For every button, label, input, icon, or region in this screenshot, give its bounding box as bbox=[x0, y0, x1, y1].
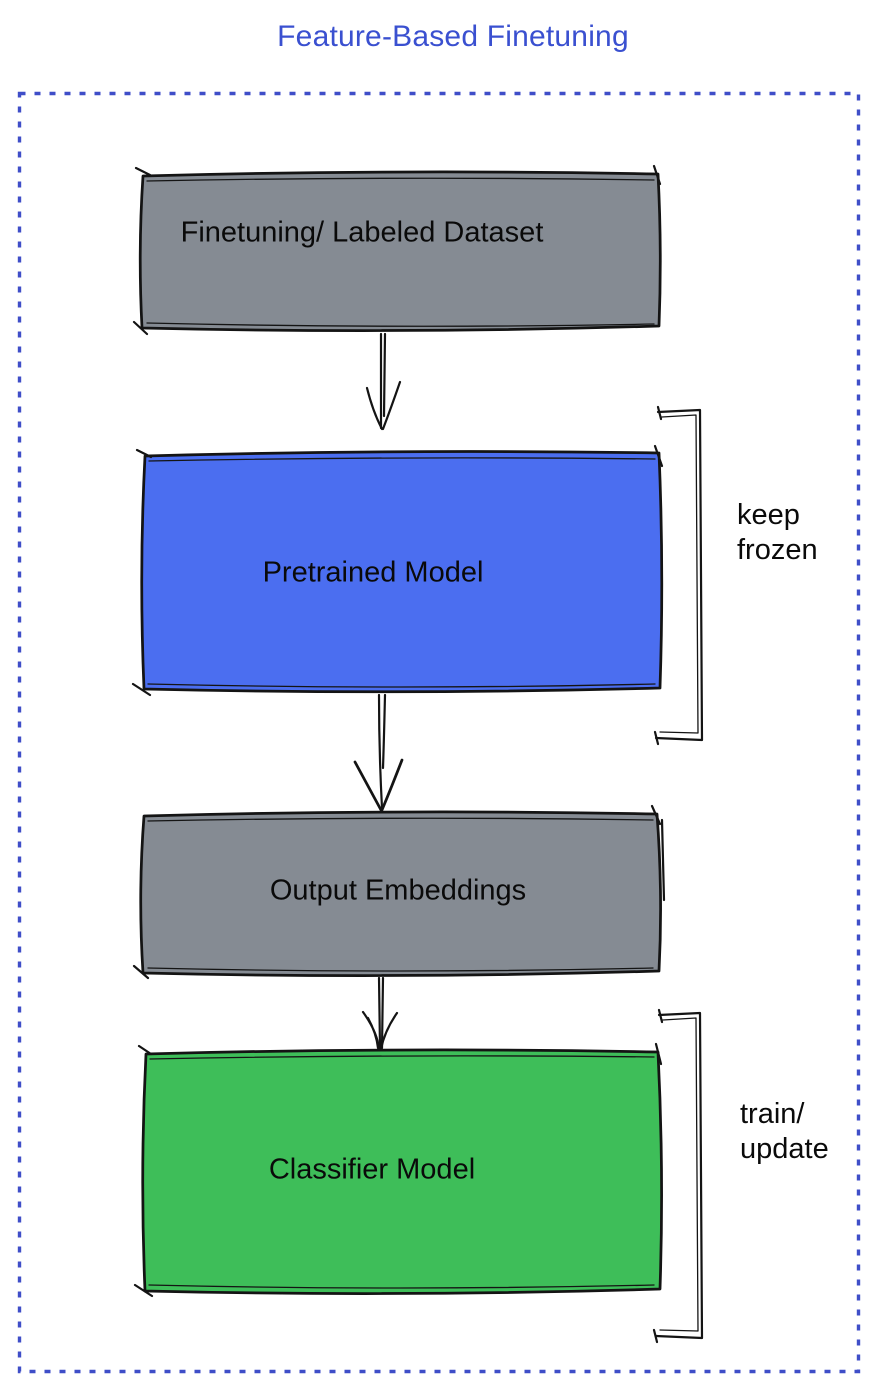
arrow-embeddings-to-classifier bbox=[361, 976, 399, 1051]
annotation-line: keep bbox=[737, 499, 800, 531]
node-pretrained-label: Pretrained Model bbox=[262, 556, 484, 589]
annotation-line: train/ bbox=[740, 1098, 805, 1130]
train-update-bracket bbox=[652, 1008, 704, 1344]
diagram-title: Feature-Based Finetuning bbox=[277, 20, 629, 53]
dotted-border-frame bbox=[17, 91, 861, 1374]
node-pretrained-box bbox=[131, 444, 664, 697]
annotation-line: frozen bbox=[737, 534, 818, 566]
arrow-dataset-to-pretrained bbox=[365, 332, 402, 431]
annotation-line: update bbox=[740, 1133, 829, 1165]
node-classifier-label: Classifier Model bbox=[268, 1153, 476, 1186]
node-embeddings-box bbox=[132, 804, 666, 980]
annotation-train-update: train/ update bbox=[740, 1097, 829, 1167]
annotation-keep-frozen: keep frozen bbox=[737, 498, 818, 568]
node-classifier-box bbox=[133, 1042, 663, 1298]
keep-frozen-bracket bbox=[653, 405, 704, 746]
node-dataset-label: Finetuning/ Labeled Dataset bbox=[180, 216, 544, 249]
arrow-pretrained-to-embeddings bbox=[353, 693, 404, 812]
node-embeddings-label: Output Embeddings bbox=[269, 874, 527, 907]
node-dataset-box bbox=[132, 164, 662, 336]
